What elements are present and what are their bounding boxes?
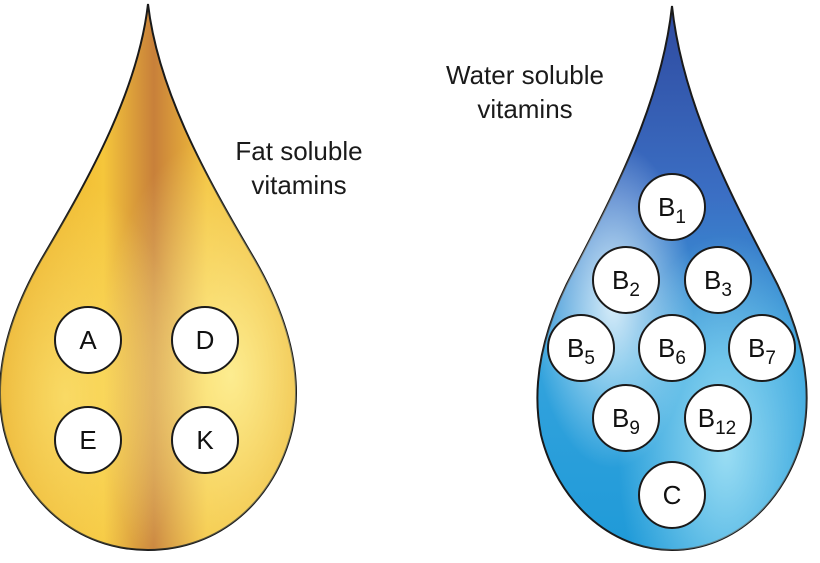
water-vitamin-letter: C (663, 480, 682, 510)
fat-vitamin-badge: E (54, 406, 122, 474)
water-vitamin-letter: B (567, 333, 584, 363)
water-vitamin-badge: B2 (592, 246, 660, 314)
water-vitamin-circle (638, 173, 706, 241)
fat-soluble-drop (0, 3, 298, 552)
water-vitamin-badge: B7 (728, 314, 796, 382)
fat-vitamin-letter: D (196, 325, 215, 355)
fat-vitamin-label: D (196, 325, 215, 355)
water-vitamin-circle (638, 461, 706, 529)
water-vitamin-subscript: 1 (675, 207, 686, 228)
water-vitamin-badge: B1 (638, 173, 706, 241)
water-vitamin-letter: B (612, 265, 629, 295)
water-vitamin-label: B9 (612, 403, 640, 439)
fat-vitamin-circle (171, 306, 239, 374)
water-vitamin-letter: B (748, 333, 765, 363)
water-vitamin-badge: B5 (547, 314, 615, 382)
fat-soluble-caption: Fat soluble vitamins (204, 134, 394, 202)
fat-vitamin-badge: D (171, 306, 239, 374)
water-vitamin-label: B5 (567, 333, 595, 369)
water-vitamin-subscript: 6 (675, 348, 686, 369)
water-vitamin-subscript: 5 (584, 348, 595, 369)
fat-vitamin-letter: A (79, 325, 97, 355)
water-vitamin-label: B1 (658, 192, 686, 228)
fat-vitamin-label: A (79, 325, 97, 355)
water-vitamin-badge: B9 (592, 384, 660, 452)
fat-vitamin-label: K (196, 425, 214, 455)
water-vitamin-circle (592, 246, 660, 314)
water-vitamin-subscript: 9 (629, 418, 640, 439)
water-vitamin-badge: B6 (638, 314, 706, 382)
water-vitamin-label: B12 (698, 403, 736, 439)
fat-vitamin-circle (54, 406, 122, 474)
water-vitamin-label: C (663, 480, 682, 510)
fat-vitamin-circle (171, 406, 239, 474)
water-vitamin-subscript: 2 (629, 280, 640, 301)
water-vitamin-circle (684, 246, 752, 314)
water-vitamin-label: B3 (704, 265, 732, 301)
fat-caption-line2: vitamins (251, 170, 347, 200)
water-vitamin-label: B2 (612, 265, 640, 301)
fat-vitamin-circle (54, 306, 122, 374)
water-vitamin-label: B6 (658, 333, 686, 369)
fat-vitamin-badge: K (171, 406, 239, 474)
water-vitamin-subscript: 7 (765, 348, 776, 369)
water-vitamin-circle (684, 384, 752, 452)
water-soluble-caption: Water soluble vitamins (420, 58, 630, 126)
water-vitamin-subscript: 12 (715, 418, 736, 439)
fat-vitamin-letter: K (196, 425, 214, 455)
water-vitamin-letter: B (698, 403, 715, 433)
water-caption-line1: Water soluble (446, 60, 604, 90)
water-vitamin-circle (547, 314, 615, 382)
water-vitamin-badge: B12 (684, 384, 752, 452)
water-vitamin-circle (638, 314, 706, 382)
water-vitamin-circle (728, 314, 796, 382)
fat-vitamin-label: E (79, 425, 96, 455)
water-vitamin-label: B7 (748, 333, 776, 369)
water-vitamin-letter: B (658, 333, 675, 363)
water-caption-line2: vitamins (477, 94, 573, 124)
water-vitamin-letter: B (704, 265, 721, 295)
fat-vitamin-badge: A (54, 306, 122, 374)
fat-vitamin-circles: A D E K (54, 306, 239, 474)
water-vitamin-badge: C (638, 461, 706, 529)
water-vitamin-subscript: 3 (721, 280, 732, 301)
fat-caption-line1: Fat soluble (235, 136, 363, 166)
fat-vitamin-letter: E (79, 425, 96, 455)
water-vitamin-circle (592, 384, 660, 452)
water-vitamin-badge: B3 (684, 246, 752, 314)
water-vitamin-letter: B (658, 192, 675, 222)
water-vitamin-letter: B (612, 403, 629, 433)
